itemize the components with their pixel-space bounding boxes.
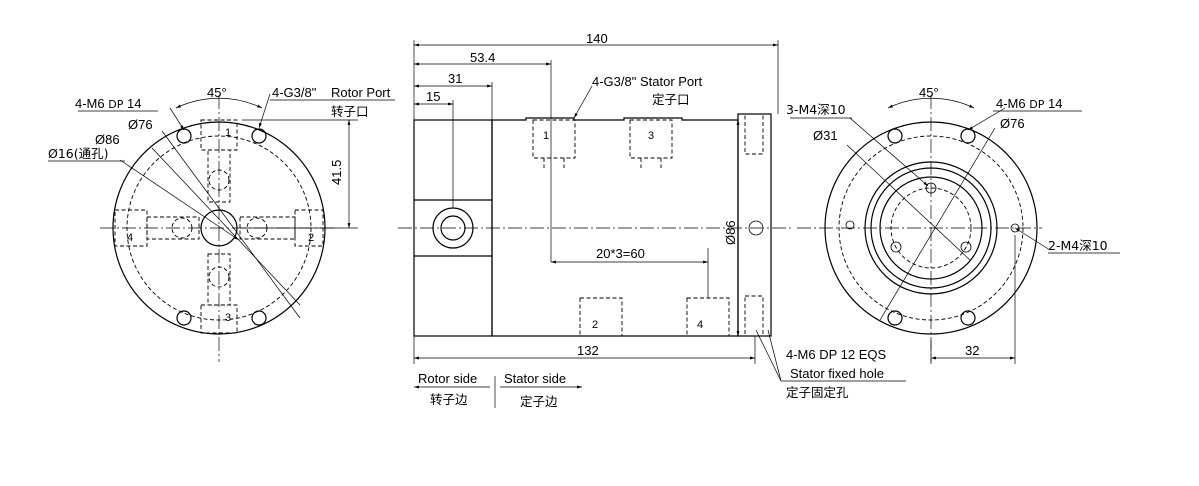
dim-15-label: 15 — [426, 89, 440, 104]
leader-ø31 — [846, 144, 971, 261]
dim-132-label: 132 — [577, 343, 599, 358]
side-port-number-4: 4 — [697, 319, 703, 331]
stator-side-label: Stator side — [504, 371, 566, 386]
right-bolt-circle — [890, 187, 972, 269]
stator-side-cn-label: 定子边 — [520, 394, 558, 409]
port-channel-4-stem — [146, 216, 200, 240]
right-mount-hole-label: 4-M6 DP 14 — [996, 96, 1062, 111]
spacing-label: 20*3=60 — [596, 246, 645, 261]
dim-32-label: 32 — [965, 343, 979, 358]
right-hub-inner — [879, 176, 983, 280]
rotor-port-label: Rotor Port — [331, 85, 391, 100]
leader-right-m6 — [967, 107, 1006, 131]
leader-right-ø76 — [879, 127, 996, 321]
right-mount-hole-bl — [887, 310, 903, 326]
left-end-view — [48, 93, 395, 362]
left-mount-hole-label: 4-M6 DP 14 — [75, 96, 141, 111]
stator-end-plate — [737, 113, 772, 337]
leader-m6 — [169, 107, 185, 131]
port-channel-1-stem — [207, 149, 231, 203]
hub-hole-right — [960, 241, 972, 253]
hub-hole-left — [890, 241, 902, 253]
leader-fixed-hole-b — [755, 329, 782, 382]
port-number-2: 2 — [308, 232, 314, 244]
stator-port-1-hidden — [532, 119, 576, 159]
hole-a-label: 3-M4深10 — [786, 102, 846, 117]
side-dia-label: Ø86 — [723, 220, 738, 245]
hub-hole-top — [925, 182, 937, 194]
port-number-1: 1 — [225, 127, 231, 139]
right-hub-ring — [870, 167, 992, 289]
left-bore-label: Ø16(通孔) — [48, 146, 109, 161]
left-hidden-circle-bottom — [208, 266, 230, 288]
left-hidden-circle-top — [208, 169, 230, 191]
right-angle-arc — [887, 98, 975, 109]
left-mount-hole-bl — [176, 310, 192, 326]
fixed-hole-cn-label: 定子固定孔 — [786, 385, 849, 400]
fixed-hole-bottom — [744, 295, 764, 337]
left-angle-label: 45° — [207, 85, 227, 100]
m4-hole-left — [845, 220, 855, 230]
leader-rotor-port — [258, 93, 271, 129]
right-hub-outer — [864, 161, 998, 295]
side-port-number-3: 3 — [648, 130, 654, 142]
leader-ø86 — [151, 147, 301, 306]
rotor-side-label: Rotor side — [418, 371, 477, 386]
right-dia-31-label: Ø31 — [813, 128, 838, 143]
right-mount-hole-tr — [960, 128, 976, 144]
dim-53.4-label: 53.4 — [470, 50, 495, 65]
fixed-hole-spec-label: 4-M6 DP 12 EQS — [786, 347, 887, 362]
port-channel-4 — [114, 209, 148, 247]
stator-body — [491, 117, 739, 337]
rotor-port-thread-label: 4-G3/8" — [272, 85, 317, 100]
left-pcd-label: Ø76 — [128, 117, 153, 132]
side-view — [398, 40, 906, 408]
left-angle-arc — [175, 98, 263, 109]
stator-port-3-hidden — [629, 119, 673, 159]
dim-140-label: 140 — [586, 31, 608, 46]
stator-port-4-hidden — [686, 297, 730, 337]
left-hidden-circle-left — [171, 217, 193, 239]
left-mount-hole-tr — [251, 128, 267, 144]
right-outer-circle — [824, 121, 1038, 335]
rotor-side-cn-label: 转子边 — [430, 392, 468, 407]
port-number-3: 3 — [225, 312, 231, 324]
end-plate-center-hole — [748, 220, 764, 236]
right-end-view — [790, 95, 1120, 364]
port-number-4: 4 — [127, 232, 133, 244]
fixed-hole-name-label: Stator fixed hole — [790, 366, 884, 381]
rotor-port-inner — [440, 215, 466, 241]
port-channel-1 — [200, 119, 238, 151]
right-pcd-circle — [838, 135, 1024, 321]
right-mount-hole-br — [960, 310, 976, 326]
leader-2-m4 — [1014, 227, 1051, 251]
left-bore-circle — [200, 209, 238, 247]
leader-stator-port — [573, 85, 593, 119]
right-mount-hole-tl — [887, 128, 903, 144]
leader-ø76 — [161, 130, 301, 319]
dim-31-label: 31 — [448, 71, 462, 86]
left-offset-label: 41.5 — [329, 160, 344, 185]
leader-fixed-hole — [767, 329, 782, 382]
left-mount-hole-br — [251, 310, 267, 326]
right-angle-label: 45° — [919, 85, 939, 100]
rotor-port-cn-label: 转子口 — [331, 104, 369, 119]
stator-port-2-hidden — [579, 297, 623, 337]
side-port-number-2: 2 — [592, 319, 598, 331]
left-mount-hole-tl — [176, 128, 192, 144]
hole-b-label: 2-M4深10 — [1048, 238, 1108, 253]
port-channel-3-stem — [207, 253, 231, 306]
port-channel-3 — [200, 304, 238, 334]
fixed-hole-top — [744, 113, 764, 155]
stator-port-cn-label: 定子口 — [652, 92, 690, 107]
left-outer-dia-label: Ø86 — [95, 132, 120, 147]
right-pcd-label: Ø76 — [1000, 116, 1025, 131]
side-port-number-1: 1 — [543, 130, 549, 142]
leader-3-m4 — [849, 117, 929, 187]
stator-port-label: 4-G3/8" Stator Port — [592, 74, 702, 89]
leader-ø16 — [119, 159, 240, 241]
